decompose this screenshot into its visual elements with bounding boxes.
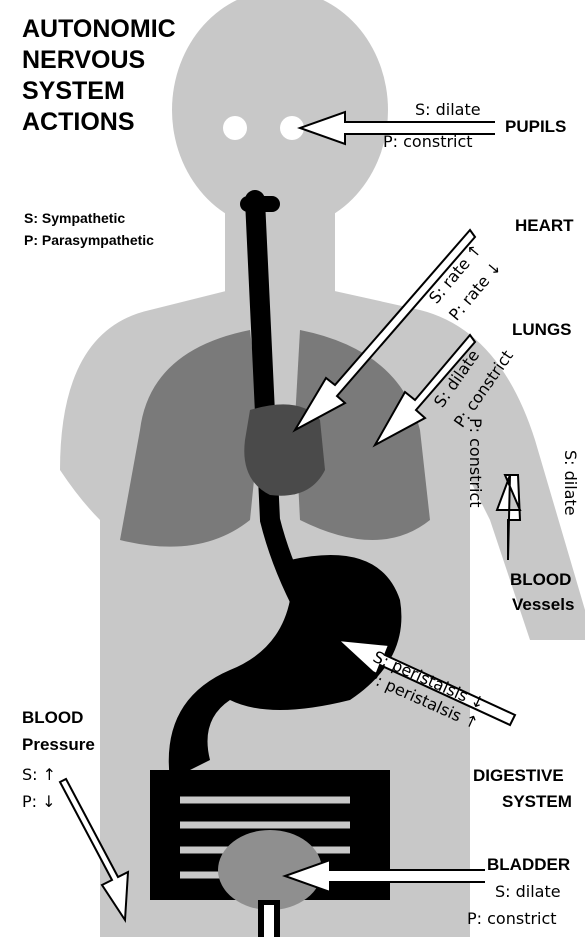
esophagus-top <box>240 196 280 212</box>
page-title: AUTONOMIC NERVOUS SYSTEM ACTIONS <box>22 14 176 138</box>
pupils-s-text: S: dilate <box>415 100 481 119</box>
digestive-label-1: DIGESTIVE <box>473 766 564 786</box>
bladder-s-text: S: dilate <box>495 882 561 901</box>
bladder-label: BLADDER <box>487 855 570 875</box>
title-line-3: SYSTEM <box>22 76 176 107</box>
blood-pressure-p-text: P: ↓ <box>22 792 56 811</box>
heart-label: HEART <box>515 216 574 236</box>
blood-vessels-p-text: P: constrict <box>466 418 485 508</box>
urethra-inner <box>264 905 274 937</box>
pupils-label: PUPILS <box>505 117 566 137</box>
lungs-label: LUNGS <box>512 320 572 340</box>
legend-sympathetic: S: Sympathetic <box>24 210 125 226</box>
bladder-p-text: P: constrict <box>467 909 557 928</box>
blood-pressure-label-2: Pressure <box>22 735 95 755</box>
eye-left <box>223 116 247 140</box>
legend-parasympathetic: P: Parasympathetic <box>24 232 154 248</box>
digestive-label-2: SYSTEM <box>502 792 572 812</box>
blood-pressure-s-text: S: ↑ <box>22 765 56 784</box>
title-line-2: NERVOUS <box>22 45 176 76</box>
blood-vessels-label-1: BLOOD <box>510 570 571 590</box>
blood-vessels-s-text: S: dilate <box>561 450 580 516</box>
title-line-4: ACTIONS <box>22 107 176 138</box>
blood-pressure-label-1: BLOOD <box>22 708 83 728</box>
title-line-1: AUTONOMIC <box>22 14 176 45</box>
pupils-p-text: P: constrict <box>383 132 473 151</box>
blood-vessels-label-2: Vessels <box>512 595 574 615</box>
